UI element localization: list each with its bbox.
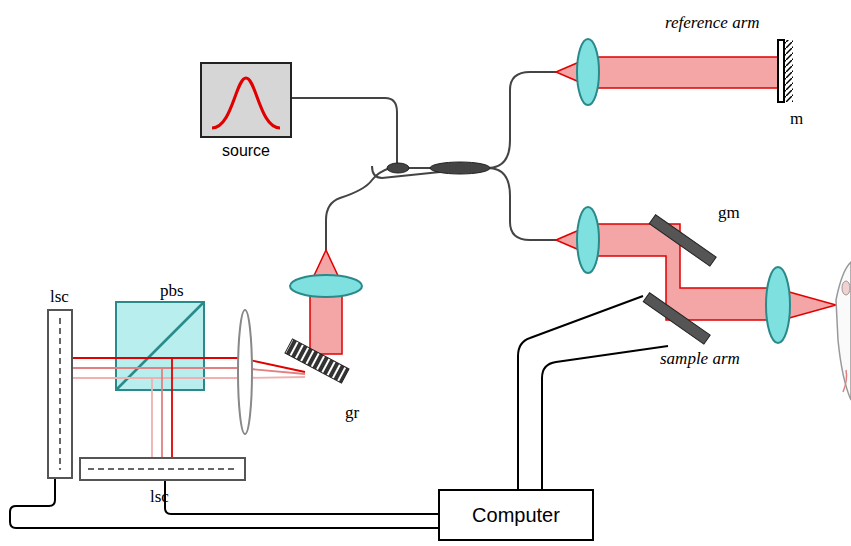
part-label: m [790, 110, 803, 127]
node-text: Computer [472, 504, 560, 526]
source-box: source [200, 62, 292, 138]
mouse [836, 262, 851, 400]
rays [72, 358, 305, 458]
spectrometer-beam [310, 292, 342, 354]
part-label: gm [718, 204, 740, 221]
node-text: source [222, 142, 270, 160]
arm-label: reference arm [665, 14, 760, 31]
spectrum-curve [212, 78, 280, 128]
beam-splitter-diagonal [117, 303, 203, 389]
computer-box: Computer [438, 489, 594, 541]
lens [577, 207, 599, 273]
beam-splitter-cube [116, 302, 204, 390]
mirror-hatch [784, 40, 793, 102]
sensor-line [88, 468, 238, 470]
grating [285, 339, 349, 383]
galvo-mirror [649, 215, 716, 266]
coupler [430, 162, 490, 174]
box-fill [201, 63, 291, 137]
lens [290, 275, 362, 297]
lens [238, 310, 252, 434]
coupler-small [387, 163, 409, 173]
fibers [292, 72, 556, 250]
sensor-line [59, 318, 61, 470]
part-label: gr [345, 404, 359, 421]
lens [766, 267, 790, 343]
lens [577, 39, 599, 105]
line-scan-camera [80, 458, 245, 480]
reference-beam [592, 57, 778, 88]
arm-label: sample arm [660, 350, 740, 367]
line-scan-camera [48, 310, 72, 478]
part-label: lsc [50, 288, 69, 305]
part-label: lsc [150, 488, 169, 505]
mirror [778, 40, 784, 102]
galvo-mirror [643, 293, 710, 344]
part-label: pbs [160, 282, 184, 299]
